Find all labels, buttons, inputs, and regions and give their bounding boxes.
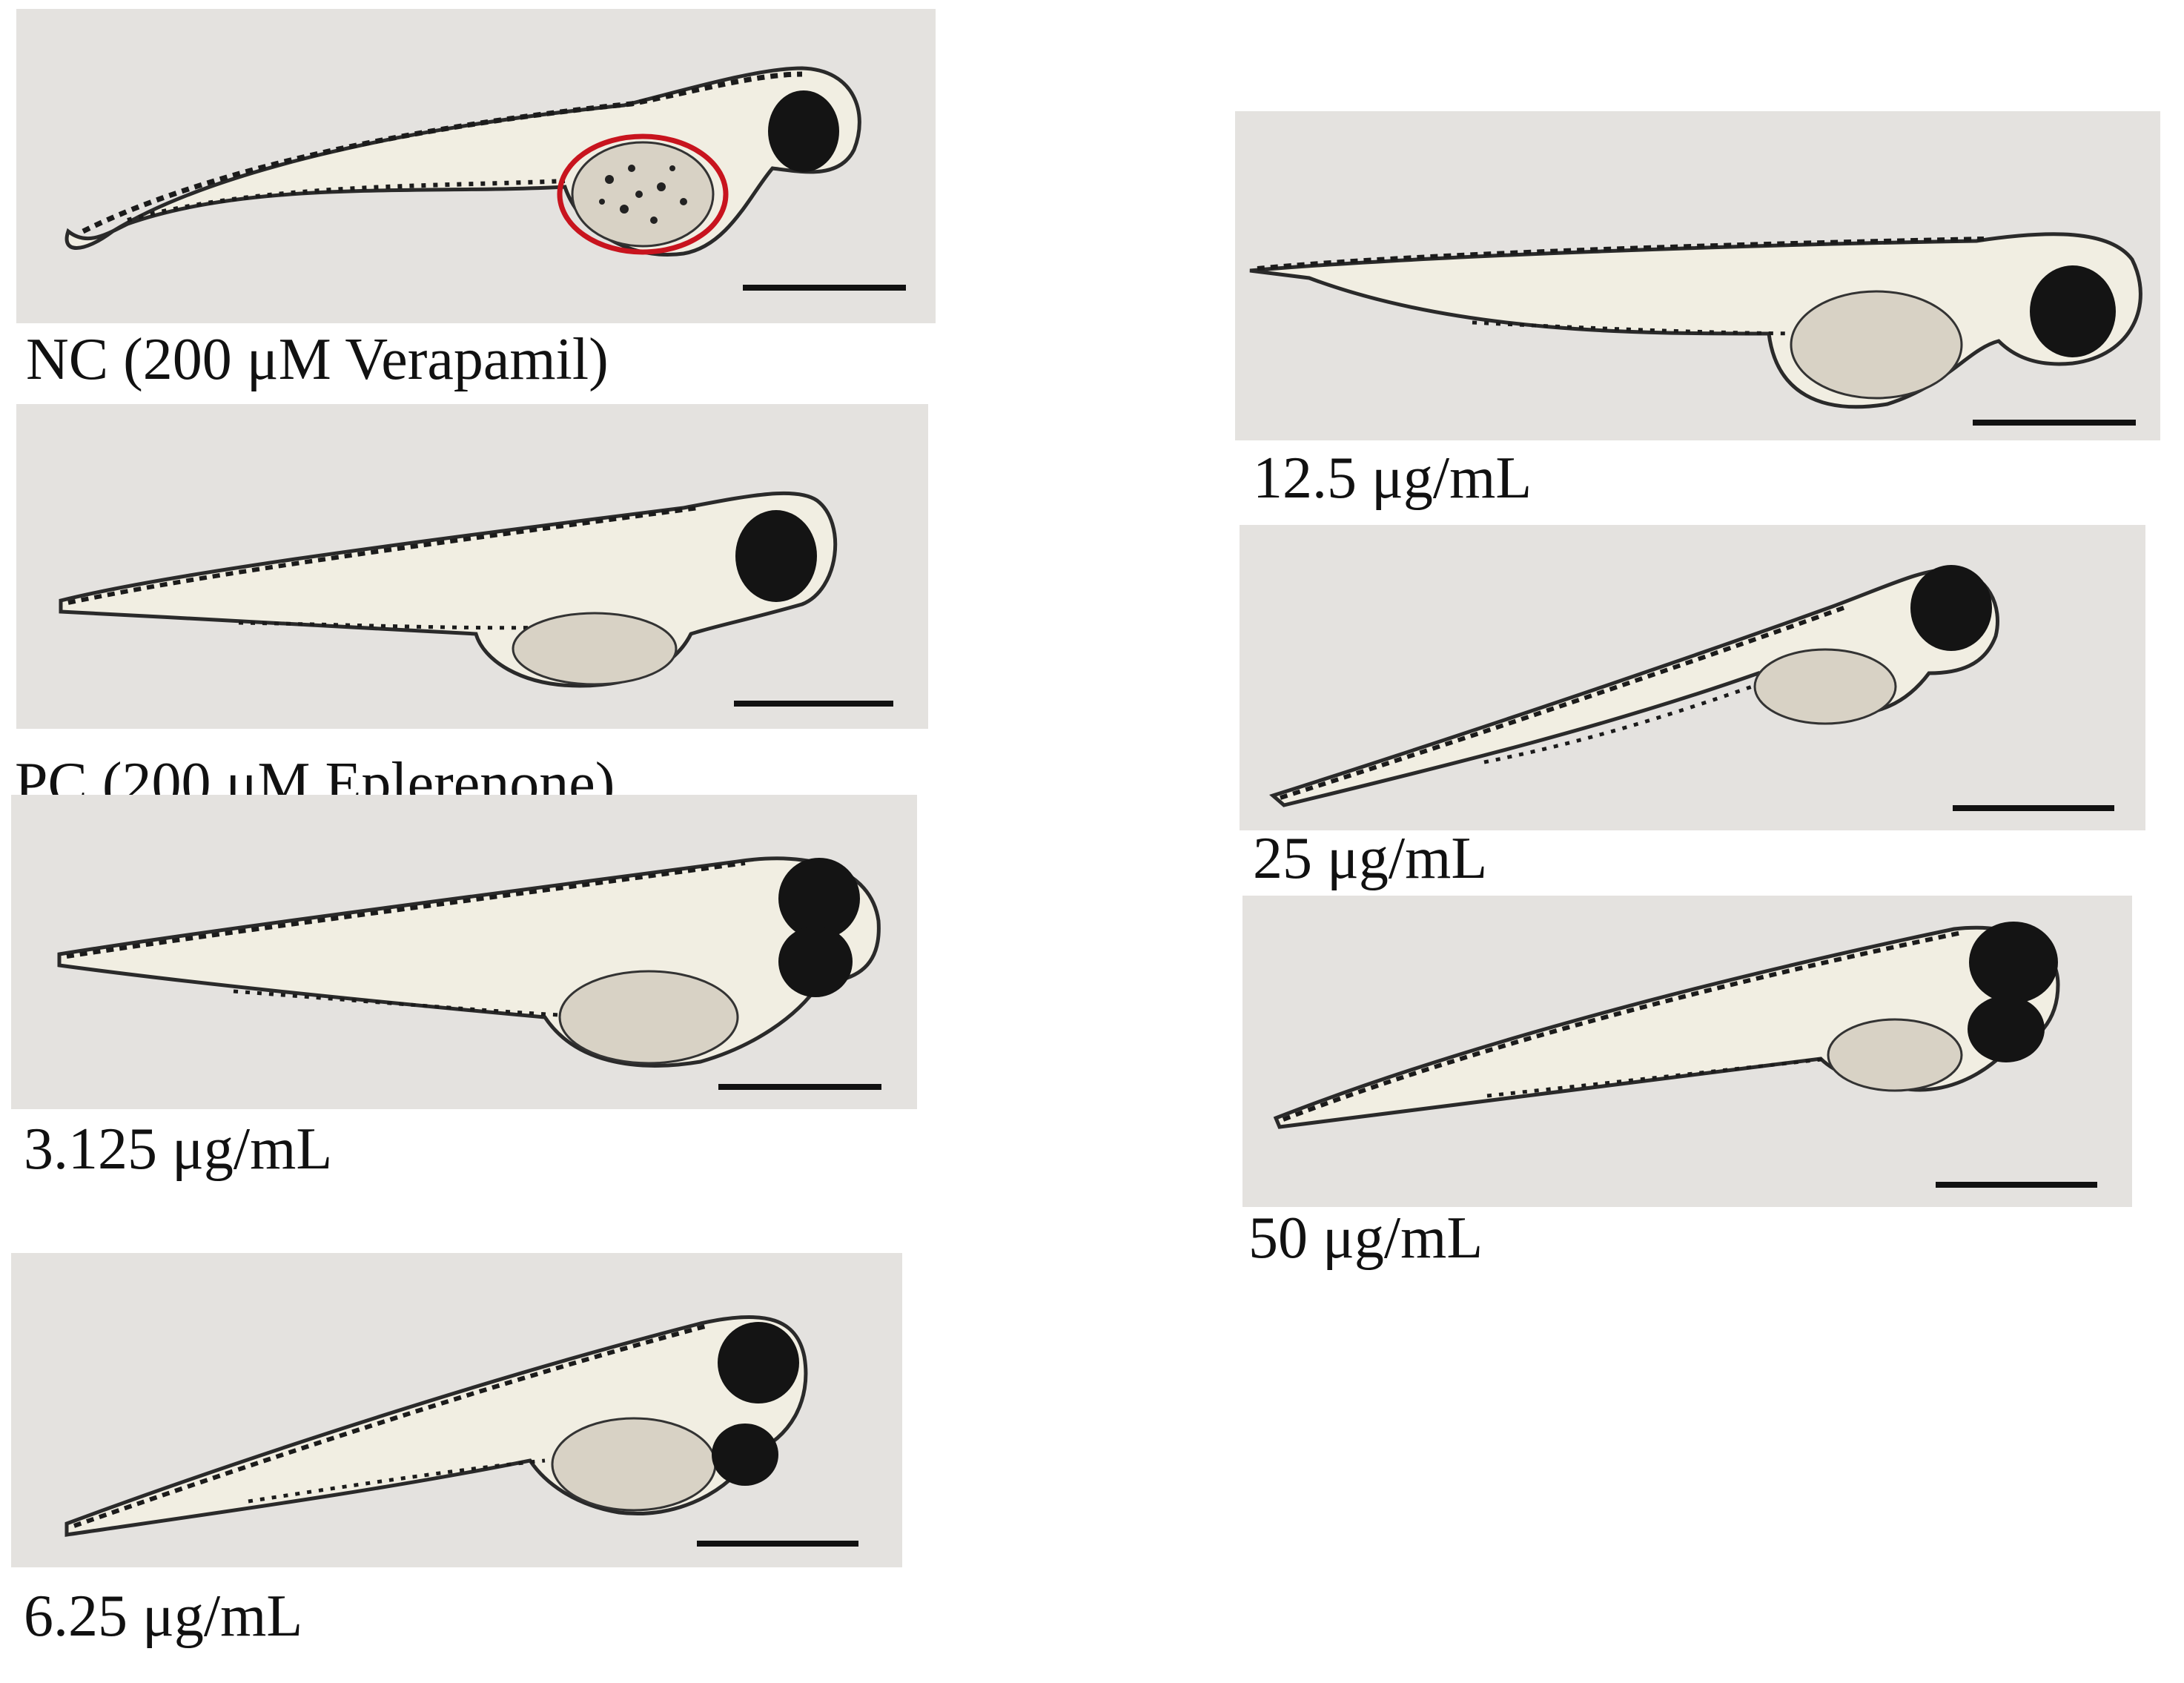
larva-nc: [64, 66, 906, 291]
larva-body: [64, 1315, 808, 1537]
larva-yolk: [1827, 1018, 1963, 1092]
scale-bar: [1973, 420, 2136, 426]
larva-625: [64, 1315, 858, 1547]
larva-image-pc: [16, 404, 928, 729]
larva-ventral-pigment: [248, 1458, 546, 1504]
larva-125: [1249, 232, 2142, 426]
larva-dorsal-pigment: [1282, 930, 1962, 1122]
caption-25: 25 μg/mL: [1253, 826, 1488, 891]
annotation-circle: [557, 133, 729, 255]
larva-body: [1268, 567, 1999, 807]
larva-dorsal-pigment: [82, 71, 803, 234]
larva-eye: [2030, 265, 2116, 357]
larva-image-3125: [11, 795, 917, 1109]
larva-image-25: [1240, 525, 2145, 830]
larva-yolk: [558, 970, 739, 1065]
larva-dorsal-pigment: [67, 506, 699, 605]
scale-bar: [734, 701, 893, 707]
scale-bar: [743, 285, 906, 291]
larva-pc: [59, 491, 893, 707]
larva-yolk: [512, 612, 678, 686]
larva-image-50: [1242, 896, 2132, 1207]
scale-bar: [718, 1084, 881, 1090]
larva-3125: [57, 856, 881, 1090]
larva-yolk: [1790, 290, 1963, 400]
larva-eye-upper: [718, 1322, 799, 1403]
larva-body: [59, 491, 838, 688]
larva-dorsal-pigment: [1257, 237, 1985, 271]
larva-eye: [735, 510, 817, 602]
larva-eye-lower: [778, 926, 853, 997]
yolk-speckles: [599, 165, 687, 224]
larva-eye-upper: [778, 858, 860, 939]
larva-dorsal-pigment: [73, 1323, 709, 1528]
larva-image-625: [11, 1253, 902, 1567]
caption-nc: NC (200 μM Verapamil): [26, 327, 609, 392]
larva-50: [1273, 922, 2097, 1188]
larva-image-nc: [16, 9, 936, 323]
scale-bar: [1953, 805, 2114, 811]
caption-3125: 3.125 μg/mL: [24, 1117, 333, 1182]
larva-eye: [1910, 565, 1992, 651]
larva-body: [64, 66, 861, 257]
larva-eye: [768, 90, 839, 172]
larva-eye-lower: [712, 1424, 778, 1486]
caption-125: 12.5 μg/mL: [1253, 446, 1532, 511]
larva-dorsal-pigment: [1280, 604, 1849, 800]
larva-eye-upper: [1969, 922, 2058, 1003]
caption-625: 6.25 μg/mL: [24, 1584, 303, 1649]
larva-eye-lower: [1968, 996, 2045, 1062]
larva-body: [57, 856, 881, 1068]
larva-ventral-pigment: [127, 179, 566, 222]
larva-ventral-pigment: [1486, 1057, 1829, 1098]
scale-bar: [1936, 1182, 2097, 1188]
larva-25: [1268, 565, 2114, 811]
larva-ventral-pigment: [1483, 682, 1759, 764]
larva-body: [1273, 925, 2060, 1129]
larva-yolk: [1753, 648, 1897, 725]
larva-image-125: [1235, 111, 2160, 440]
scale-bar: [697, 1541, 858, 1547]
larva-yolk: [551, 1417, 717, 1512]
caption-50: 50 μg/mL: [1248, 1206, 1483, 1271]
